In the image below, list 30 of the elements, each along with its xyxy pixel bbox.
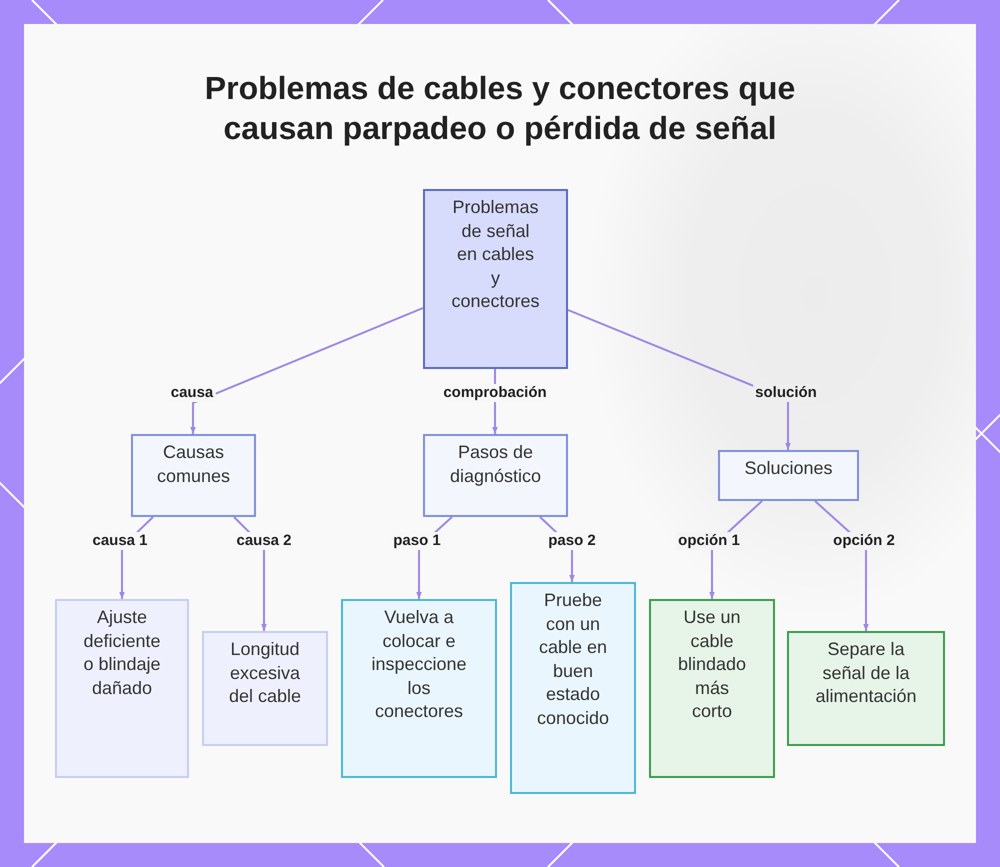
- topic-box: [423, 189, 568, 369]
- node-text: Problemas de señal en cables y conectores: [450, 196, 540, 313]
- node-text: Vuelva a colocar e inspeccione los conectores: [370, 606, 468, 723]
- edge-label: comprobación: [441, 384, 549, 402]
- edge-label: paso 2: [546, 532, 598, 550]
- item-box: [787, 631, 945, 746]
- category-box: [131, 434, 256, 517]
- node-text: Ajuste deficiente o blindaje dañado: [82, 606, 162, 700]
- edge-label: opción 2: [831, 532, 897, 550]
- category-box: [423, 434, 568, 517]
- node-text: Soluciones: [744, 457, 834, 480]
- node-text: Use un cable blindado más corto: [677, 606, 747, 723]
- connector-arrow: [190, 307, 424, 434]
- node-text: Pruebe con un cable en buen estado conocido: [536, 589, 610, 730]
- edge-label: paso 1: [391, 532, 443, 550]
- item-box: [202, 631, 328, 746]
- edge-label: causa 2: [234, 532, 294, 550]
- item-box: [341, 599, 497, 778]
- item-box: [510, 582, 636, 794]
- edge-label: causa 1: [90, 532, 150, 550]
- category-box: [718, 450, 859, 501]
- node-text: Longitud excesiva del cable: [228, 638, 302, 708]
- node-text: Separe la señal de la alimentación: [814, 638, 918, 708]
- item-box: [55, 599, 189, 778]
- diagram-title: Problemas de cables y conectores que causan parpadeo o pérdida de señal: [204, 69, 796, 148]
- node-text: Causas comunes: [156, 441, 231, 488]
- item-box: [649, 599, 775, 778]
- edge-label: opción 1: [676, 532, 742, 550]
- edge-label: solución: [753, 384, 819, 402]
- node-text: Pasos de diagnóstico: [449, 441, 542, 488]
